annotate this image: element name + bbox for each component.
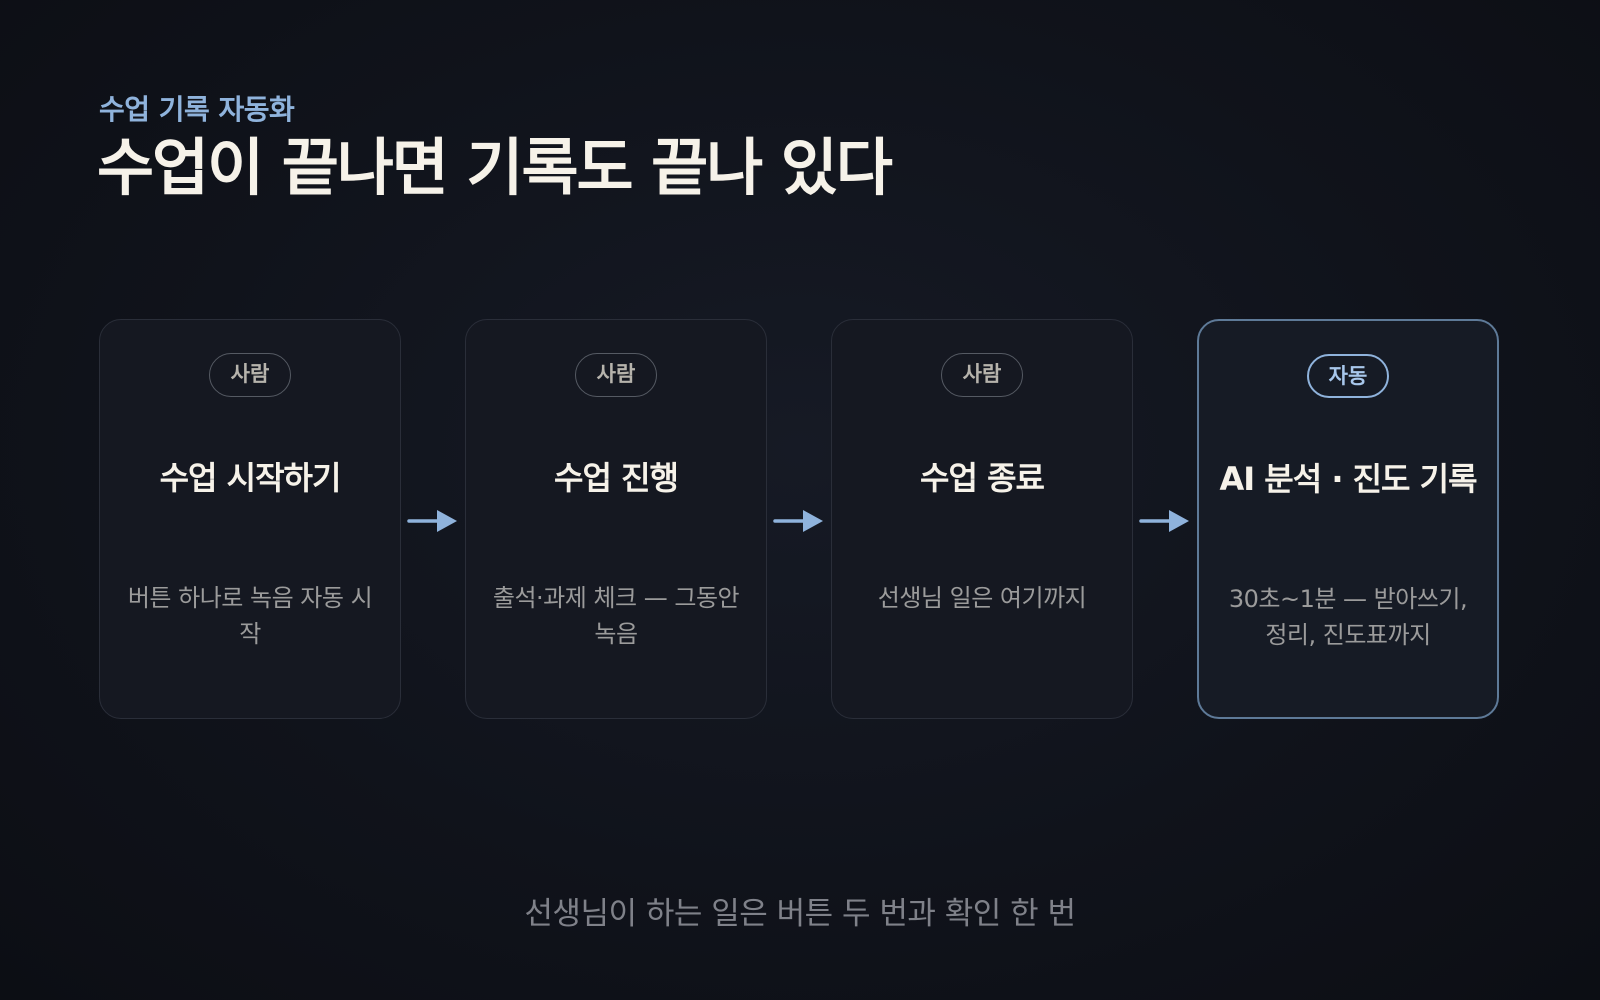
step-description: 출석·과제 체크 — 그동안 녹음 bbox=[492, 584, 740, 648]
step-title: 수업 시작하기 bbox=[159, 459, 342, 497]
step-card-progress: 사람 수업 진행 출석·과제 체크 — 그동안 녹음 bbox=[465, 319, 767, 719]
arrow-right-icon bbox=[773, 510, 823, 532]
arrow-right-icon bbox=[1139, 510, 1189, 532]
step-card-start: 사람 수업 시작하기 버튼 하나로 녹음 자동 시작 bbox=[99, 319, 401, 719]
step-card-end: 사람 수업 종료 선생님 일은 여기까지 bbox=[831, 319, 1133, 719]
step-badge-human: 사람 bbox=[209, 353, 291, 397]
step-description: 버튼 하나로 녹음 자동 시작 bbox=[127, 584, 373, 648]
step-badge-auto: 자동 bbox=[1307, 354, 1389, 398]
step-description: 선생님 일은 여기까지 bbox=[877, 584, 1087, 612]
step-title: 수업 종료 bbox=[920, 459, 1045, 497]
footer-summary: 선생님이 하는 일은 버튼 두 번과 확인 한 번 bbox=[524, 896, 1076, 932]
step-badge-human: 사람 bbox=[575, 353, 657, 397]
step-description: 30초~1분 — 받아쓰기, 정리, 진도표까지 bbox=[1228, 585, 1468, 649]
page-title: 수업이 끝나면 기록도 끝나 있다 bbox=[97, 131, 893, 204]
step-badge-human: 사람 bbox=[941, 353, 1023, 397]
eyebrow-label: 수업 기록 자동화 bbox=[99, 93, 295, 126]
step-title: 수업 진행 bbox=[554, 459, 679, 497]
process-flow: 사람 수업 시작하기 버튼 하나로 녹음 자동 시작 사람 수업 진행 출석·과… bbox=[99, 319, 1501, 721]
step-title: AI 분석 · 진도 기록 bbox=[1219, 460, 1477, 498]
step-card-ai-analysis: 자동 AI 분석 · 진도 기록 30초~1분 — 받아쓰기, 정리, 진도표까… bbox=[1197, 319, 1499, 719]
arrow-right-icon bbox=[407, 510, 457, 532]
